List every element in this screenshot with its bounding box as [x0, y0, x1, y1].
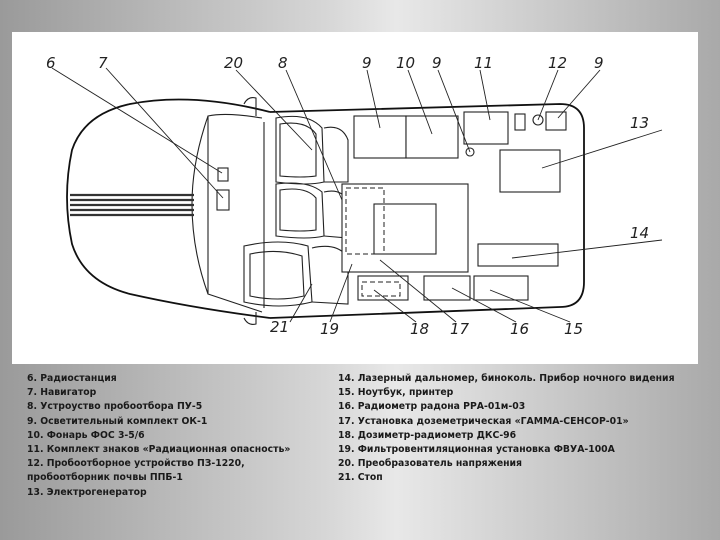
callout-10: 10 — [396, 54, 415, 72]
legend-item: 17. Установка доземетрическая «ГАММА-СЕН… — [338, 415, 629, 427]
legend-item: 19. Фильтровентиляционная установка ФВУА… — [338, 444, 615, 456]
callout-16: 16 — [510, 320, 529, 338]
callout-11: 11 — [474, 54, 493, 72]
callout-6: 6 — [46, 54, 56, 72]
callout-15: 15 — [564, 320, 583, 338]
callout-12: 12 — [548, 54, 567, 72]
callout-9c: 9 — [594, 54, 604, 72]
generator-box — [499, 149, 561, 193]
callout-9a: 9 — [362, 54, 372, 72]
laptop-box — [473, 275, 529, 301]
callout-21: 21 — [270, 318, 289, 336]
equipment — [341, 111, 567, 301]
legend-item: 13. Электрогенератор — [27, 486, 147, 498]
flashlight-circle — [465, 147, 475, 157]
lighting-kit-box-left — [353, 115, 407, 159]
callout-8: 8 — [278, 54, 288, 72]
legend-item: 7. Навигатор — [27, 387, 97, 399]
filter-ventilation-outline — [345, 187, 385, 255]
callout-18: 18 — [410, 320, 429, 338]
vehicle-schematic: 6 7 20 8 9 10 9 11 12 9 13 14 21 19 18 1… — [46, 54, 663, 338]
legend-item: 9. Осветительный комплект ОК-1 — [27, 415, 208, 427]
legend-item: 21. Стоп — [338, 472, 383, 484]
callout-20: 20 — [224, 54, 243, 72]
legend-left: 6. Радиостанция 7. Навигатор 8. Устроуст… — [27, 372, 327, 500]
leader-lines — [51, 67, 663, 323]
dosimeter-dashed-outline — [361, 281, 401, 297]
callout-19: 19 — [320, 320, 339, 338]
callout-17: 17 — [450, 320, 470, 338]
legend-right: 14. Лазерный дальномер, биноколь. Прибор… — [338, 372, 718, 486]
lighting-kit-box-right — [405, 115, 459, 159]
legend-item: 10. Фонарь ФОС 3-5/6 — [27, 429, 145, 441]
dosimetric-unit-box — [423, 275, 471, 301]
callout-numbers: 6 7 20 8 9 10 9 11 12 9 13 14 21 19 18 1… — [46, 54, 649, 338]
legend-item: 14. Лазерный дальномер, биноколь. Прибор… — [338, 373, 675, 384]
legend-item: пробоотборник почвы ППБ-1 — [27, 472, 183, 484]
legend-item: 11. Комплект знаков «Радиационная опасно… — [27, 444, 291, 456]
hood-stripes — [70, 193, 194, 217]
lighting-kit-box-small — [545, 111, 567, 131]
gamma-sensor-unit — [373, 203, 437, 255]
callout-7: 7 — [98, 54, 108, 72]
legend-item: 12. Пробоотборное устройство ПЗ-1220, — [27, 458, 245, 470]
legend-item: 8. Устроуство пробоотбора ПУ-5 — [27, 401, 203, 413]
callout-9b: 9 — [432, 54, 442, 72]
sampler-circle — [532, 114, 544, 126]
sampling-device-box — [514, 113, 526, 131]
radiation-signs-kit-box — [463, 111, 509, 145]
seats — [243, 115, 349, 307]
radio-station-box — [217, 167, 229, 182]
callout-13: 13 — [630, 114, 649, 132]
legend-item: 20. Преобразователь напряжения — [338, 458, 523, 470]
radon-radiometer-area — [477, 243, 559, 267]
callout-14: 14 — [630, 224, 649, 242]
legend-item: 16. Радиометр радона РРА-01м-03 — [338, 401, 526, 413]
legend-item: 6. Радиостанция — [27, 373, 117, 384]
legend-item: 15. Ноутбук, принтер — [338, 387, 454, 399]
vehicle-layout-drawing: 6 7 20 8 9 10 9 11 12 9 13 14 21 19 18 1… — [12, 32, 698, 364]
legend-item: 18. Дозиметр-радиометр ДКС-96 — [338, 429, 517, 441]
